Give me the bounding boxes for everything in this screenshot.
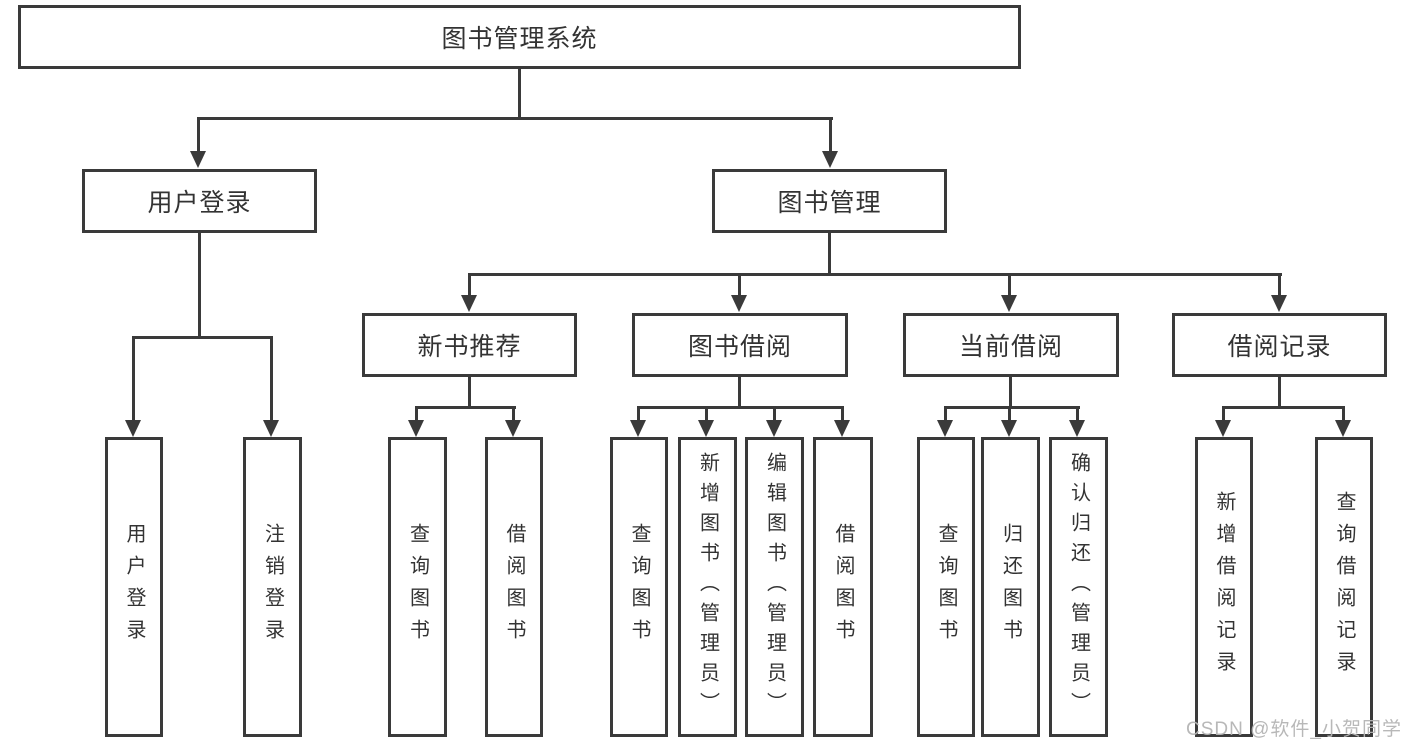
- connector-line: [197, 117, 200, 155]
- node-book-management: 图书管理: [712, 169, 947, 233]
- connector-line: [1009, 377, 1012, 408]
- node-label: 确认归还（管理员）: [1067, 452, 1090, 722]
- arrow-down-icon: [731, 295, 747, 312]
- connector-line: [637, 406, 844, 409]
- arrow-down-icon: [125, 420, 141, 437]
- node-label: 借阅图书: [503, 523, 525, 651]
- node-label: 编辑图书（管理员）: [763, 452, 786, 722]
- arrow-down-icon: [505, 420, 521, 437]
- arrow-down-icon: [1069, 420, 1085, 437]
- connector-line: [637, 406, 640, 422]
- node-label: 查询借阅记录: [1333, 491, 1355, 683]
- arrow-down-icon: [937, 420, 953, 437]
- connector-line: [828, 233, 831, 275]
- node-label: 查询图书: [935, 523, 957, 651]
- connector-line: [738, 377, 741, 408]
- connector-line: [270, 336, 273, 426]
- node-label: 查询图书: [406, 523, 429, 651]
- leaf-query-books-recommend: 查询图书: [388, 437, 447, 737]
- leaf-query-borrow-record: 查询借阅记录: [1315, 437, 1373, 737]
- connector-line: [773, 406, 776, 422]
- arrow-down-icon: [766, 420, 782, 437]
- node-label: 图书管理系统: [441, 25, 598, 53]
- connector-line: [198, 233, 201, 338]
- leaf-query-books-borrowing: 查询图书: [610, 437, 668, 737]
- leaf-add-borrow-record: 新增借阅记录: [1195, 437, 1253, 737]
- node-book-borrowing: 图书借阅: [632, 313, 848, 377]
- connector-line: [705, 406, 708, 422]
- arrow-down-icon: [461, 295, 477, 312]
- node-user-login: 用户登录: [82, 169, 317, 233]
- node-library-management-system: 图书管理系统: [18, 5, 1021, 69]
- arrow-down-icon: [190, 151, 206, 168]
- leaf-confirm-return-admin: 确认归还（管理员）: [1049, 437, 1108, 737]
- node-label: 借阅图书: [832, 523, 854, 651]
- node-label: 借阅记录: [1227, 333, 1332, 361]
- arrow-down-icon: [1271, 295, 1287, 312]
- arrow-down-icon: [408, 420, 424, 437]
- node-label: 新增借阅记录: [1213, 491, 1235, 683]
- connector-line: [132, 336, 273, 339]
- leaf-borrow-books: 借阅图书: [813, 437, 873, 737]
- connector-line: [944, 406, 1080, 409]
- connector-line: [944, 406, 947, 422]
- connector-line: [468, 273, 1282, 276]
- connector-line: [841, 406, 844, 422]
- leaf-return-books: 归还图书: [981, 437, 1040, 737]
- node-label: 当前借阅: [958, 333, 1063, 361]
- connector-line: [829, 117, 832, 155]
- node-label: 用户登录: [123, 523, 145, 651]
- node-label: 查询图书: [628, 523, 650, 651]
- connector-line: [1008, 406, 1011, 422]
- arrow-down-icon: [1335, 420, 1351, 437]
- connector-line: [1342, 406, 1345, 422]
- node-label: 用户登录: [147, 189, 252, 217]
- leaf-add-book-admin: 新增图书（管理员）: [678, 437, 737, 737]
- connector-line: [1278, 377, 1281, 408]
- arrow-down-icon: [263, 420, 279, 437]
- node-new-book-recommend: 新书推荐: [362, 313, 577, 377]
- arrow-down-icon: [822, 151, 838, 168]
- connector-line: [1222, 406, 1345, 409]
- connector-line: [197, 117, 833, 120]
- connector-line: [518, 69, 521, 119]
- connector-line: [1008, 273, 1011, 298]
- node-label: 归还图书: [999, 523, 1022, 651]
- arrow-down-icon: [1215, 420, 1231, 437]
- connector-line: [468, 273, 471, 298]
- node-label: 新书推荐: [417, 333, 522, 361]
- connector-line: [738, 273, 741, 298]
- node-label: 图书管理: [777, 189, 882, 217]
- node-label: 注销登录: [261, 523, 284, 651]
- node-current-borrowing: 当前借阅: [903, 313, 1119, 377]
- leaf-borrow-books-recommend: 借阅图书: [485, 437, 543, 737]
- csdn-watermark: CSDN @软件_小贺同学: [1186, 719, 1402, 740]
- connector-line: [1222, 406, 1225, 422]
- arrow-down-icon: [698, 420, 714, 437]
- connector-line: [1076, 406, 1079, 422]
- leaf-query-books-current: 查询图书: [917, 437, 975, 737]
- connector-line: [415, 406, 516, 409]
- connector-line: [132, 336, 135, 426]
- node-borrowing-records: 借阅记录: [1172, 313, 1387, 377]
- connector-line: [415, 406, 418, 422]
- arrow-down-icon: [1001, 295, 1017, 312]
- node-label: 图书借阅: [687, 333, 792, 361]
- connector-line: [1278, 273, 1281, 298]
- arrow-down-icon: [630, 420, 646, 437]
- arrow-down-icon: [834, 420, 850, 437]
- leaf-edit-book-admin: 编辑图书（管理员）: [745, 437, 804, 737]
- arrow-down-icon: [1001, 420, 1017, 437]
- connector-line: [468, 377, 471, 408]
- node-label: 新增图书（管理员）: [696, 452, 719, 722]
- leaf-user-login: 用户登录: [105, 437, 163, 737]
- connector-line: [512, 406, 515, 422]
- leaf-logout-login: 注销登录: [243, 437, 302, 737]
